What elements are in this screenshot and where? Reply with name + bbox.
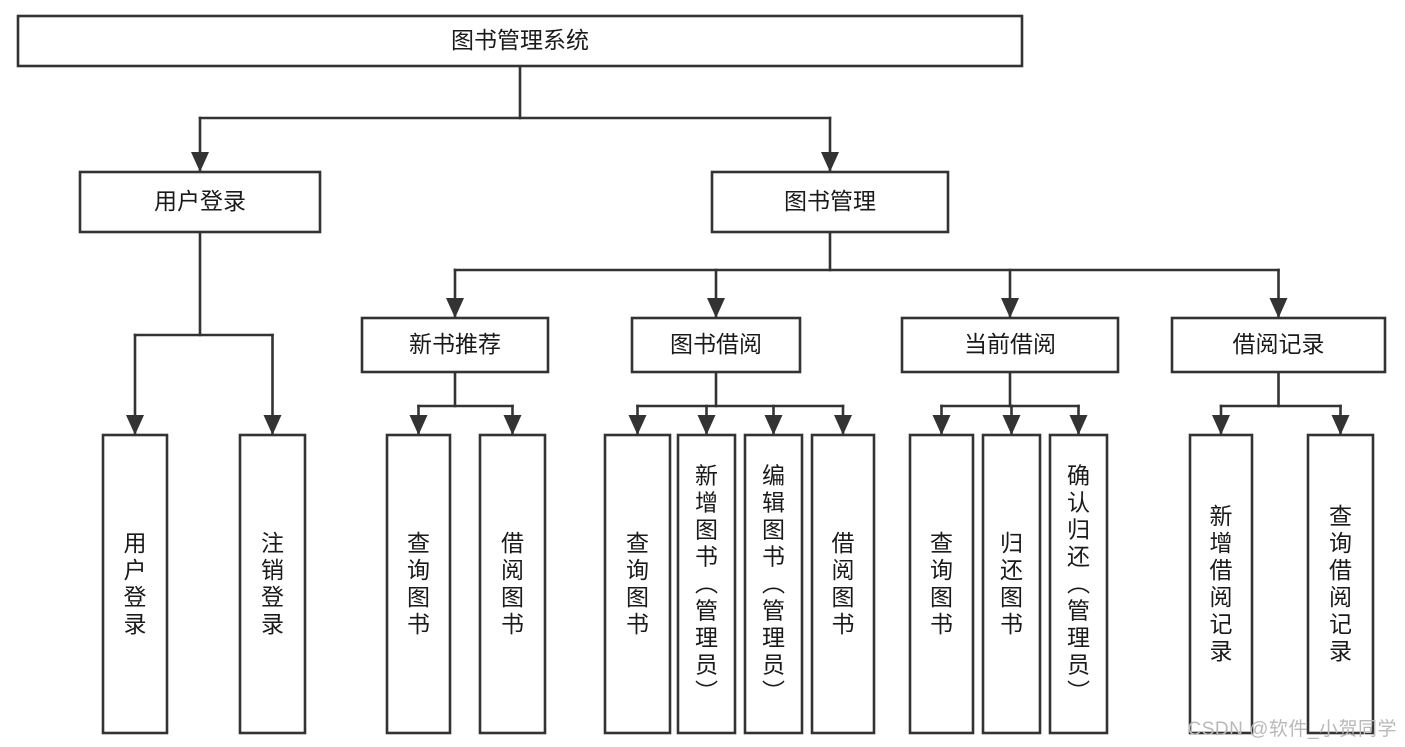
node-label: 查询图书 [407, 530, 430, 637]
arrow-head-icon [1001, 298, 1019, 318]
arrow-head-icon [1331, 415, 1350, 435]
arrow-head-icon [1212, 415, 1230, 435]
arrow-head-icon [263, 415, 282, 435]
node-label: 编辑图书︵管理员︶ [762, 463, 785, 705]
arrow-head-icon [764, 415, 783, 435]
nodes-layer: 图书管理系统用户登录图书管理新书推荐图书借阅当前借阅借阅记录用户登录注销登录查询… [16, 14, 1387, 735]
node-leaf-confirm-return[interactable]: 确认归还︵管理员︶ [1048, 433, 1109, 735]
node-label: 用户登录 [124, 530, 147, 637]
arrow-head-icon [697, 415, 716, 435]
node-leaf-query-book-2[interactable]: 查询图书 [603, 433, 672, 735]
node-box [101, 433, 169, 735]
node-box [1188, 433, 1254, 735]
node-user-login[interactable]: 用户登录 [78, 170, 322, 234]
node-leaf-query-book-1[interactable]: 查询图书 [385, 433, 452, 735]
arrow-head-icon [1069, 415, 1088, 435]
edges-layer [126, 64, 1350, 436]
node-borrow-record[interactable]: 借阅记录 [1170, 316, 1387, 374]
node-box [981, 433, 1042, 735]
edge-group-root [191, 64, 839, 173]
node-leaf-add-book[interactable]: 新增图书︵管理员︶ [676, 433, 737, 735]
arrow-head-icon [409, 415, 428, 435]
node-box [385, 433, 452, 735]
node-leaf-user-login[interactable]: 用户登录 [101, 433, 169, 735]
edge-group-book-manage [446, 230, 1288, 319]
node-label: 借阅图书 [501, 530, 524, 637]
node-box [676, 433, 737, 735]
node-label: 图书管理系统 [451, 27, 589, 53]
node-leaf-query-record[interactable]: 查询借阅记录 [1306, 433, 1375, 735]
node-label: 用户登录 [154, 188, 246, 214]
arrow-head-icon [707, 298, 725, 318]
node-box [360, 316, 550, 374]
arrow-head-icon [932, 415, 951, 435]
node-label: 新增图书︵管理员︶ [695, 463, 718, 705]
node-box [743, 433, 804, 735]
node-leaf-edit-book[interactable]: 编辑图书︵管理员︶ [743, 433, 804, 735]
node-box [810, 433, 876, 735]
node-label: 查询图书 [626, 530, 649, 637]
node-label: 新书推荐 [409, 331, 501, 357]
node-box [900, 316, 1120, 374]
node-box [710, 170, 950, 234]
edge-group-new-book-recommend [409, 370, 522, 436]
node-box [16, 14, 1024, 68]
node-book-manage[interactable]: 图书管理 [710, 170, 950, 234]
node-label: 借阅图书 [832, 530, 855, 637]
node-box [238, 433, 307, 735]
node-leaf-borrow-book-1[interactable]: 借阅图书 [478, 433, 547, 735]
node-label: 归还图书 [1000, 530, 1023, 637]
node-label: 图书管理 [784, 188, 876, 214]
arrow-head-icon [628, 415, 647, 435]
node-label: 图书借阅 [670, 331, 762, 357]
node-label: 确认归还︵管理员︶ [1067, 463, 1090, 705]
node-box [78, 170, 322, 234]
node-box [1170, 316, 1387, 374]
node-label: 查询借阅记录 [1329, 503, 1352, 664]
node-new-book-recommend[interactable]: 新书推荐 [360, 316, 550, 374]
node-leaf-query-book-3[interactable]: 查询图书 [908, 433, 975, 735]
arrow-head-icon [126, 415, 144, 435]
node-book-borrow[interactable]: 图书借阅 [630, 316, 802, 374]
node-label: 注销登录 [261, 530, 284, 637]
edge-group-book-borrow [628, 370, 852, 436]
node-label: 借阅记录 [1233, 331, 1325, 357]
edge-group-user-login [126, 230, 282, 436]
node-label: 新增借阅记录 [1210, 503, 1233, 664]
node-leaf-user-logout[interactable]: 注销登录 [238, 433, 307, 735]
node-box [1048, 433, 1109, 735]
node-box [603, 433, 672, 735]
node-box [478, 433, 547, 735]
arrow-head-icon [191, 152, 209, 172]
arrow-head-icon [446, 298, 464, 318]
arrow-head-icon [1002, 415, 1021, 435]
node-current-borrow[interactable]: 当前借阅 [900, 316, 1120, 374]
edge-group-borrow-record [1212, 370, 1350, 436]
arrow-head-icon [834, 415, 852, 435]
arrow-head-icon [503, 415, 522, 435]
node-label: 查询图书 [930, 530, 953, 637]
node-leaf-return-book[interactable]: 归还图书 [981, 433, 1042, 735]
node-box [630, 316, 802, 374]
node-leaf-add-record[interactable]: 新增借阅记录 [1188, 433, 1254, 735]
arrow-head-icon [1269, 298, 1288, 318]
node-label: 当前借阅 [964, 331, 1056, 357]
edge-group-current-borrow [932, 370, 1088, 436]
node-box [1306, 433, 1375, 735]
arrow-head-icon [821, 152, 839, 172]
node-box [908, 433, 975, 735]
node-leaf-borrow-book-2[interactable]: 借阅图书 [810, 433, 876, 735]
node-root[interactable]: 图书管理系统 [16, 14, 1024, 68]
